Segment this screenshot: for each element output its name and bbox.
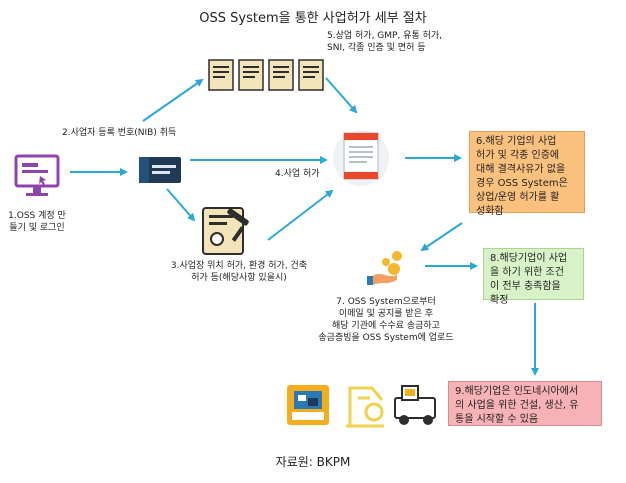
computer-icon (14, 154, 60, 196)
source-caption: 자료원: BKPM (275, 455, 351, 469)
arrow-6-to-7 (420, 222, 463, 252)
document-stack-icon (208, 59, 324, 91)
coin-hand-icon (367, 251, 402, 285)
truck-icon (394, 385, 436, 425)
step-5-label: 5.상업 허가, GMP, 유통 허가, SNI, 각종 인증 및 면허 등 (327, 31, 443, 53)
flow-arrows (70, 77, 539, 376)
step-4-label: 4.사업 허가 (275, 169, 320, 179)
step-2-label: 2.사업자 등록 번호(NIB) 취득 (62, 128, 177, 138)
certificate-icon (202, 207, 249, 255)
arrow-2-to-3 (166, 188, 196, 222)
diagram-title: OSS System을 통한 사업허가 세부 절차 (199, 11, 427, 26)
arrow-5-to-4 (325, 77, 358, 114)
arrow-2-to-5 (142, 78, 204, 122)
arrow-3-to-4 (267, 189, 334, 241)
step-8-box: 8.해당기업이 사업 을 하기 위한 조건 이 전부 충족함을 확정 (483, 248, 584, 306)
id-card-icon (139, 157, 181, 183)
step-7-label: 7. OSS System으로부터 이메일 및 공지를 받은 후 해당 기관에 … (318, 297, 454, 343)
construction-icon (287, 385, 329, 425)
step-9-box: 9.해당기업은 인도네시아에서 의 사업을 위한 건설, 생산, 유 통을 시작… (448, 381, 602, 426)
step-3-label: 3.사업장 위치 허가, 환경 허가, 건축 허가 등(해당사항 있을시) (170, 261, 308, 283)
step-1-label: 1.OSS 계정 만 들기 및 로그인 (8, 211, 66, 233)
step-6-box: 6.해당 기업의 사업 허가 및 각종 인증에 대해 결격사유가 없을 경우 O… (469, 131, 585, 217)
license-document-icon (333, 130, 389, 186)
factory-icon (346, 386, 384, 428)
industry-icons (287, 385, 436, 428)
